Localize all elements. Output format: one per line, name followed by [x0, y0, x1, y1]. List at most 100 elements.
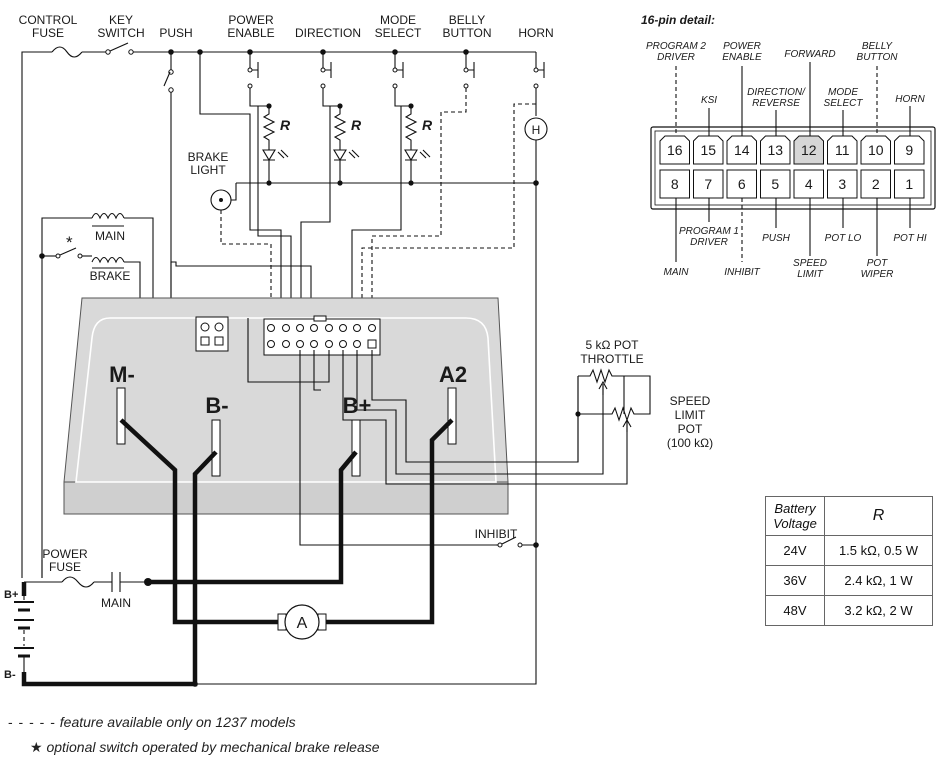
pin-label-forward: FORWARD — [784, 49, 835, 60]
legend-star: ★ optional switch operated by mechanical… — [30, 739, 380, 756]
led-column-3 — [351, 103, 431, 320]
pin-number-6: 6 — [738, 176, 746, 192]
table-row: 36V 2.4 kΩ, 1 W — [765, 565, 933, 596]
battery-voltage-header-1: Battery — [774, 501, 816, 516]
voltage-cell: 24V — [765, 535, 825, 566]
switch-power-enable — [247, 52, 269, 107]
pin-label-mode-select-1: MODE — [828, 87, 858, 98]
pin-label-inhibit: INHIBIT — [724, 267, 760, 278]
inhibit-label: INHIBIT — [475, 527, 518, 541]
pin-number-8: 8 — [671, 176, 679, 192]
pin-cell-2 — [860, 169, 891, 199]
throttle-label-1: 5 kΩ POT — [586, 338, 640, 352]
inhibit-switch — [192, 536, 539, 687]
pin-label-power-enable-1: POWER — [723, 41, 761, 52]
main-contact-label: MAIN — [101, 596, 131, 610]
power-enable-label-1: POWER — [228, 13, 274, 27]
switch-mode-select — [392, 52, 411, 107]
pin-cell-13 — [760, 135, 791, 165]
horn-label: HORN — [518, 26, 553, 40]
pin-cell-7 — [693, 169, 724, 199]
pin-label-speed-limit-1: SPEED — [793, 258, 827, 269]
control-fuse-label-2: FUSE — [32, 26, 64, 40]
pin-number-16: 16 — [667, 142, 683, 158]
switch-belly-button — [371, 52, 475, 320]
pin-cell-11 — [827, 135, 858, 165]
pin-detail-title: 16-pin detail: — [641, 13, 715, 27]
pin-label-pot-wiper-2: WIPER — [861, 269, 894, 280]
resistor-cell: 3.2 kΩ, 2 W — [824, 595, 933, 626]
pin-number-10: 10 — [868, 142, 884, 158]
power-fuse-main — [24, 560, 152, 592]
speed-limit-label-1: SPEED — [670, 394, 711, 408]
pin-number-5: 5 — [771, 176, 779, 192]
key-switch-label-2: SWITCH — [97, 26, 144, 40]
pin-cell-14 — [726, 135, 757, 165]
resistor-r-label-3: R — [422, 117, 433, 133]
battery-symbol — [14, 596, 34, 672]
four-pin-connector — [195, 316, 229, 352]
resistor-r-label-2: R — [351, 117, 362, 133]
pin-label-program1-2: DRIVER — [690, 237, 728, 248]
key-switch-label-1: KEY — [109, 13, 133, 27]
pin-number-12: 12 — [801, 142, 817, 158]
power-fuse-label-2: FUSE — [49, 560, 81, 574]
battery-resistor-table: Battery Voltage R 24V 1.5 kΩ, 0.5 W 36V … — [765, 496, 933, 626]
switch-horn: H — [361, 52, 548, 545]
pin-label-mode-select-2: SELECT — [824, 98, 864, 109]
brake-light — [210, 183, 272, 320]
switch-direction — [320, 52, 340, 107]
pin-label-pot-wiper-1: POT — [867, 258, 888, 269]
push-label: PUSH — [159, 26, 192, 40]
speed-limit-label-4: (100 kΩ) — [667, 436, 713, 450]
legend-dashed-text: feature available only on 1237 models — [59, 714, 296, 730]
battery-voltage-header: Battery Voltage — [765, 496, 825, 536]
legend-dashed-symbol: - - - - - — [8, 714, 56, 730]
terminal-m-minus-label: M- — [109, 362, 135, 387]
resistor-r-label-1: R — [280, 117, 291, 133]
pin-cell-12 — [793, 135, 824, 165]
pin-number-7: 7 — [704, 176, 712, 192]
pin-cell-1 — [894, 169, 925, 199]
pin-cell-8 — [659, 169, 690, 199]
pin-detail-leaders — [675, 62, 911, 262]
terminal-b-plus-label: B+ — [343, 393, 372, 418]
pin-cell-16 — [659, 135, 690, 165]
pin-label-pot-hi: POT HI — [893, 233, 927, 244]
pin-number-2: 2 — [872, 176, 880, 192]
power-enable-label-2: ENABLE — [227, 26, 274, 40]
belly-button-label-2: BUTTON — [442, 26, 491, 40]
legend-star-text: optional switch operated by mechanical b… — [46, 739, 380, 755]
pin-number-15: 15 — [700, 142, 716, 158]
terminal-b-minus-label: B- — [205, 393, 228, 418]
pin-label-direction-2: REVERSE — [752, 98, 800, 109]
pin-number-4: 4 — [805, 176, 813, 192]
throttle-label-2: THROTTLE — [580, 352, 643, 366]
pin-label-power-enable-2: ENABLE — [722, 52, 762, 63]
pin-label-program2-2: DRIVER — [657, 52, 695, 63]
power-terminals — [116, 387, 457, 477]
pin-number-11: 11 — [835, 142, 850, 158]
pin-number-9: 9 — [905, 142, 913, 158]
battery-voltage-header-2: Voltage — [773, 516, 817, 531]
voltage-cell: 36V — [765, 565, 825, 596]
legend-star-symbol: ★ — [30, 739, 43, 755]
pin-cell-3 — [827, 169, 858, 199]
brake-coil-label: BRAKE — [90, 269, 131, 283]
control-fuse-label-1: CONTROL — [19, 13, 78, 27]
pin-label-belly-button-1: BELLY — [862, 41, 894, 52]
led-column-1 — [250, 103, 292, 320]
resistor-header: R — [824, 496, 933, 536]
pin-number-13: 13 — [767, 142, 783, 158]
main-coil-label: MAIN — [95, 229, 125, 243]
battery-minus-label: B- — [4, 669, 16, 681]
pin-label-pot-lo: POT LO — [825, 233, 862, 244]
pin-label-ksi: KSI — [701, 95, 717, 106]
pin-cell-15 — [693, 135, 724, 165]
sixteen-pin-connector — [263, 315, 381, 356]
voltage-cell: 48V — [765, 595, 825, 626]
pin-label-horn: HORN — [895, 94, 925, 105]
pin-label-program1-1: PROGRAM 1 — [679, 226, 739, 237]
pin-label-main: MAIN — [664, 267, 690, 278]
